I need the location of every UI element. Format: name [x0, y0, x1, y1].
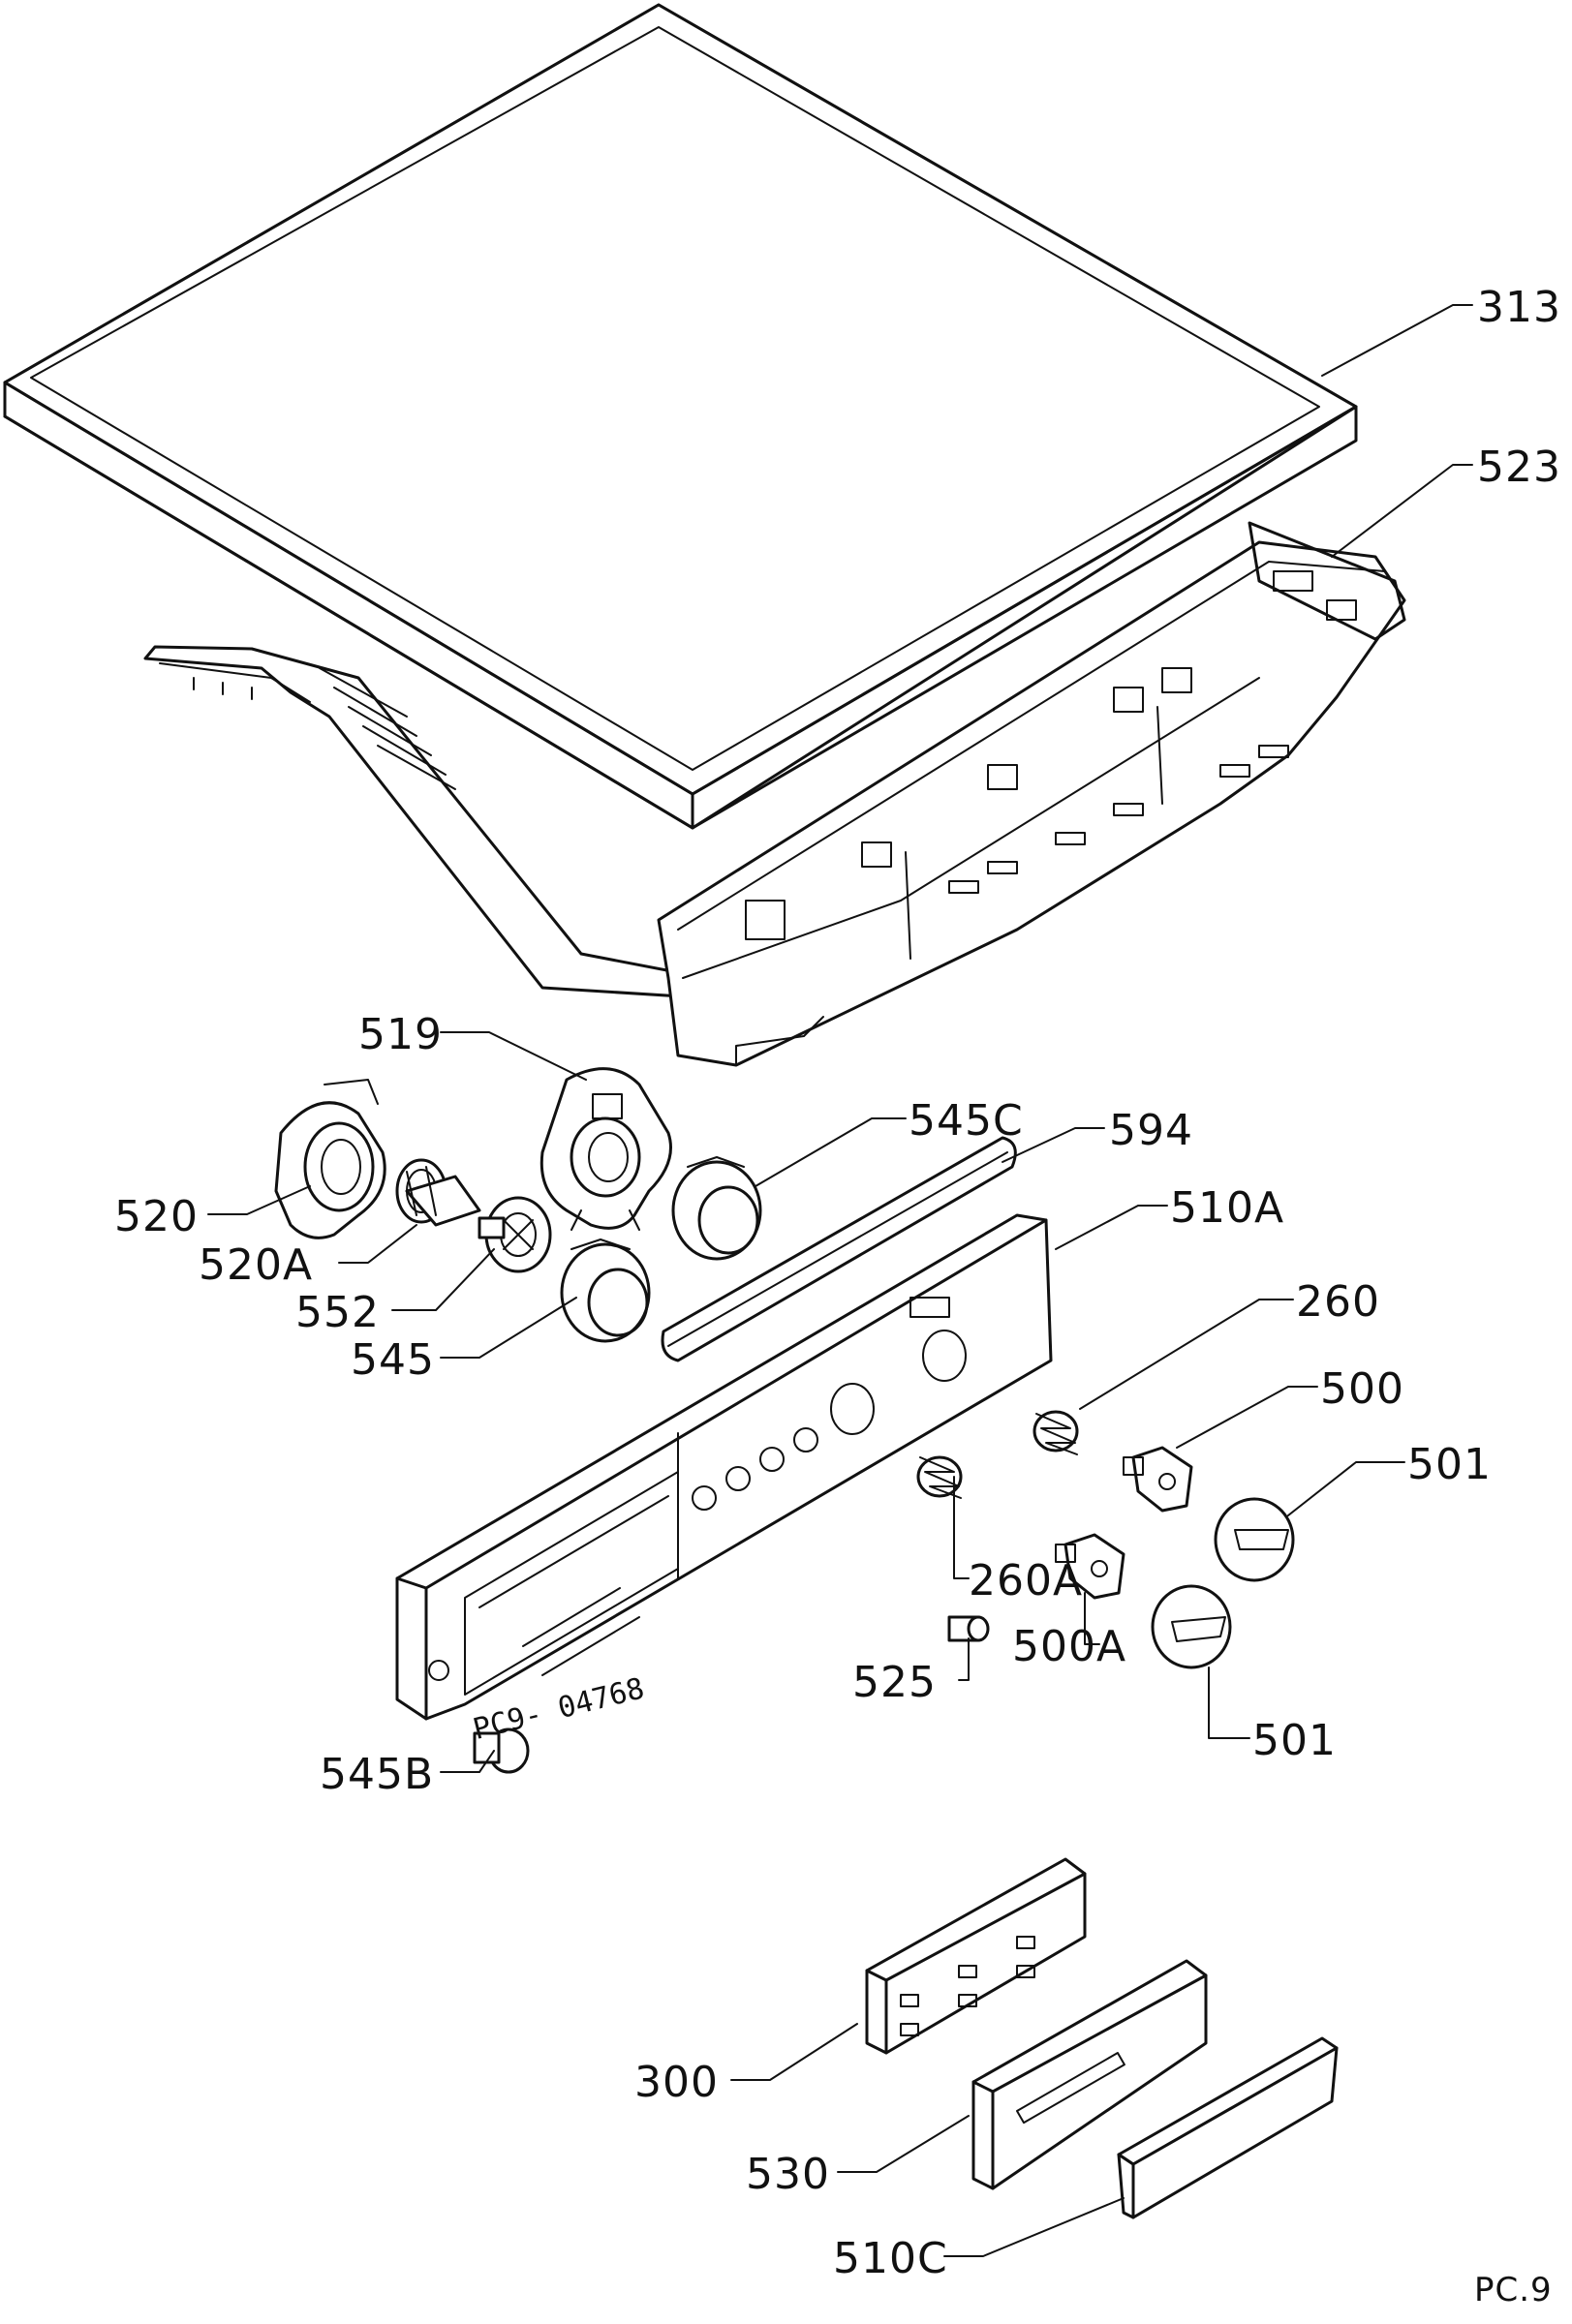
plate-510C	[1117, 2036, 1339, 2219]
label-520: 520	[114, 1192, 199, 1241]
label-545: 545	[351, 1335, 435, 1385]
knob-501-top	[1214, 1497, 1295, 1582]
housing-519	[539, 1067, 672, 1231]
label-313: 313	[1477, 283, 1561, 332]
label-523: 523	[1477, 443, 1561, 492]
knob-545	[560, 1238, 651, 1343]
gear-520A	[395, 1158, 481, 1227]
board-300	[865, 1857, 1087, 2055]
switch-500A	[1055, 1533, 1125, 1600]
label-260A: 260A	[969, 1556, 1084, 1605]
label-260: 260	[1296, 1277, 1380, 1327]
label-501-bottom: 501	[1252, 1716, 1337, 1765]
lid-313	[3, 3, 1358, 830]
knob-545C	[671, 1156, 762, 1261]
panel-510A	[395, 1213, 1053, 1721]
knob-552	[478, 1196, 552, 1273]
strip-594	[661, 1136, 1017, 1362]
housing-520	[274, 1079, 386, 1239]
label-510C: 510C	[833, 2234, 948, 2283]
frame-523	[143, 521, 1406, 1067]
spring-260A	[916, 1455, 963, 1499]
label-500: 500	[1320, 1364, 1404, 1414]
leader-lines	[207, 304, 1473, 2257]
label-530: 530	[746, 2150, 830, 2199]
switch-500	[1123, 1446, 1193, 1513]
label-545C: 545C	[909, 1096, 1024, 1146]
label-300: 300	[634, 2058, 719, 2107]
label-510A: 510A	[1170, 1183, 1285, 1233]
label-519: 519	[358, 1010, 443, 1059]
label-501-top: 501	[1407, 1440, 1492, 1489]
label-500A: 500A	[1012, 1622, 1127, 1671]
label-545B: 545B	[320, 1750, 435, 1799]
label-552: 552	[295, 1288, 380, 1337]
button-545B	[473, 1728, 530, 1774]
label-520A: 520A	[199, 1240, 314, 1290]
knob-501-bottom	[1151, 1584, 1232, 1669]
spring-260	[1033, 1410, 1079, 1455]
label-525: 525	[852, 1658, 937, 1707]
pin-525	[947, 1615, 990, 1642]
label-594: 594	[1109, 1106, 1193, 1155]
page-reference: PC.9	[1474, 2271, 1553, 2309]
handle-530	[971, 1959, 1208, 2190]
